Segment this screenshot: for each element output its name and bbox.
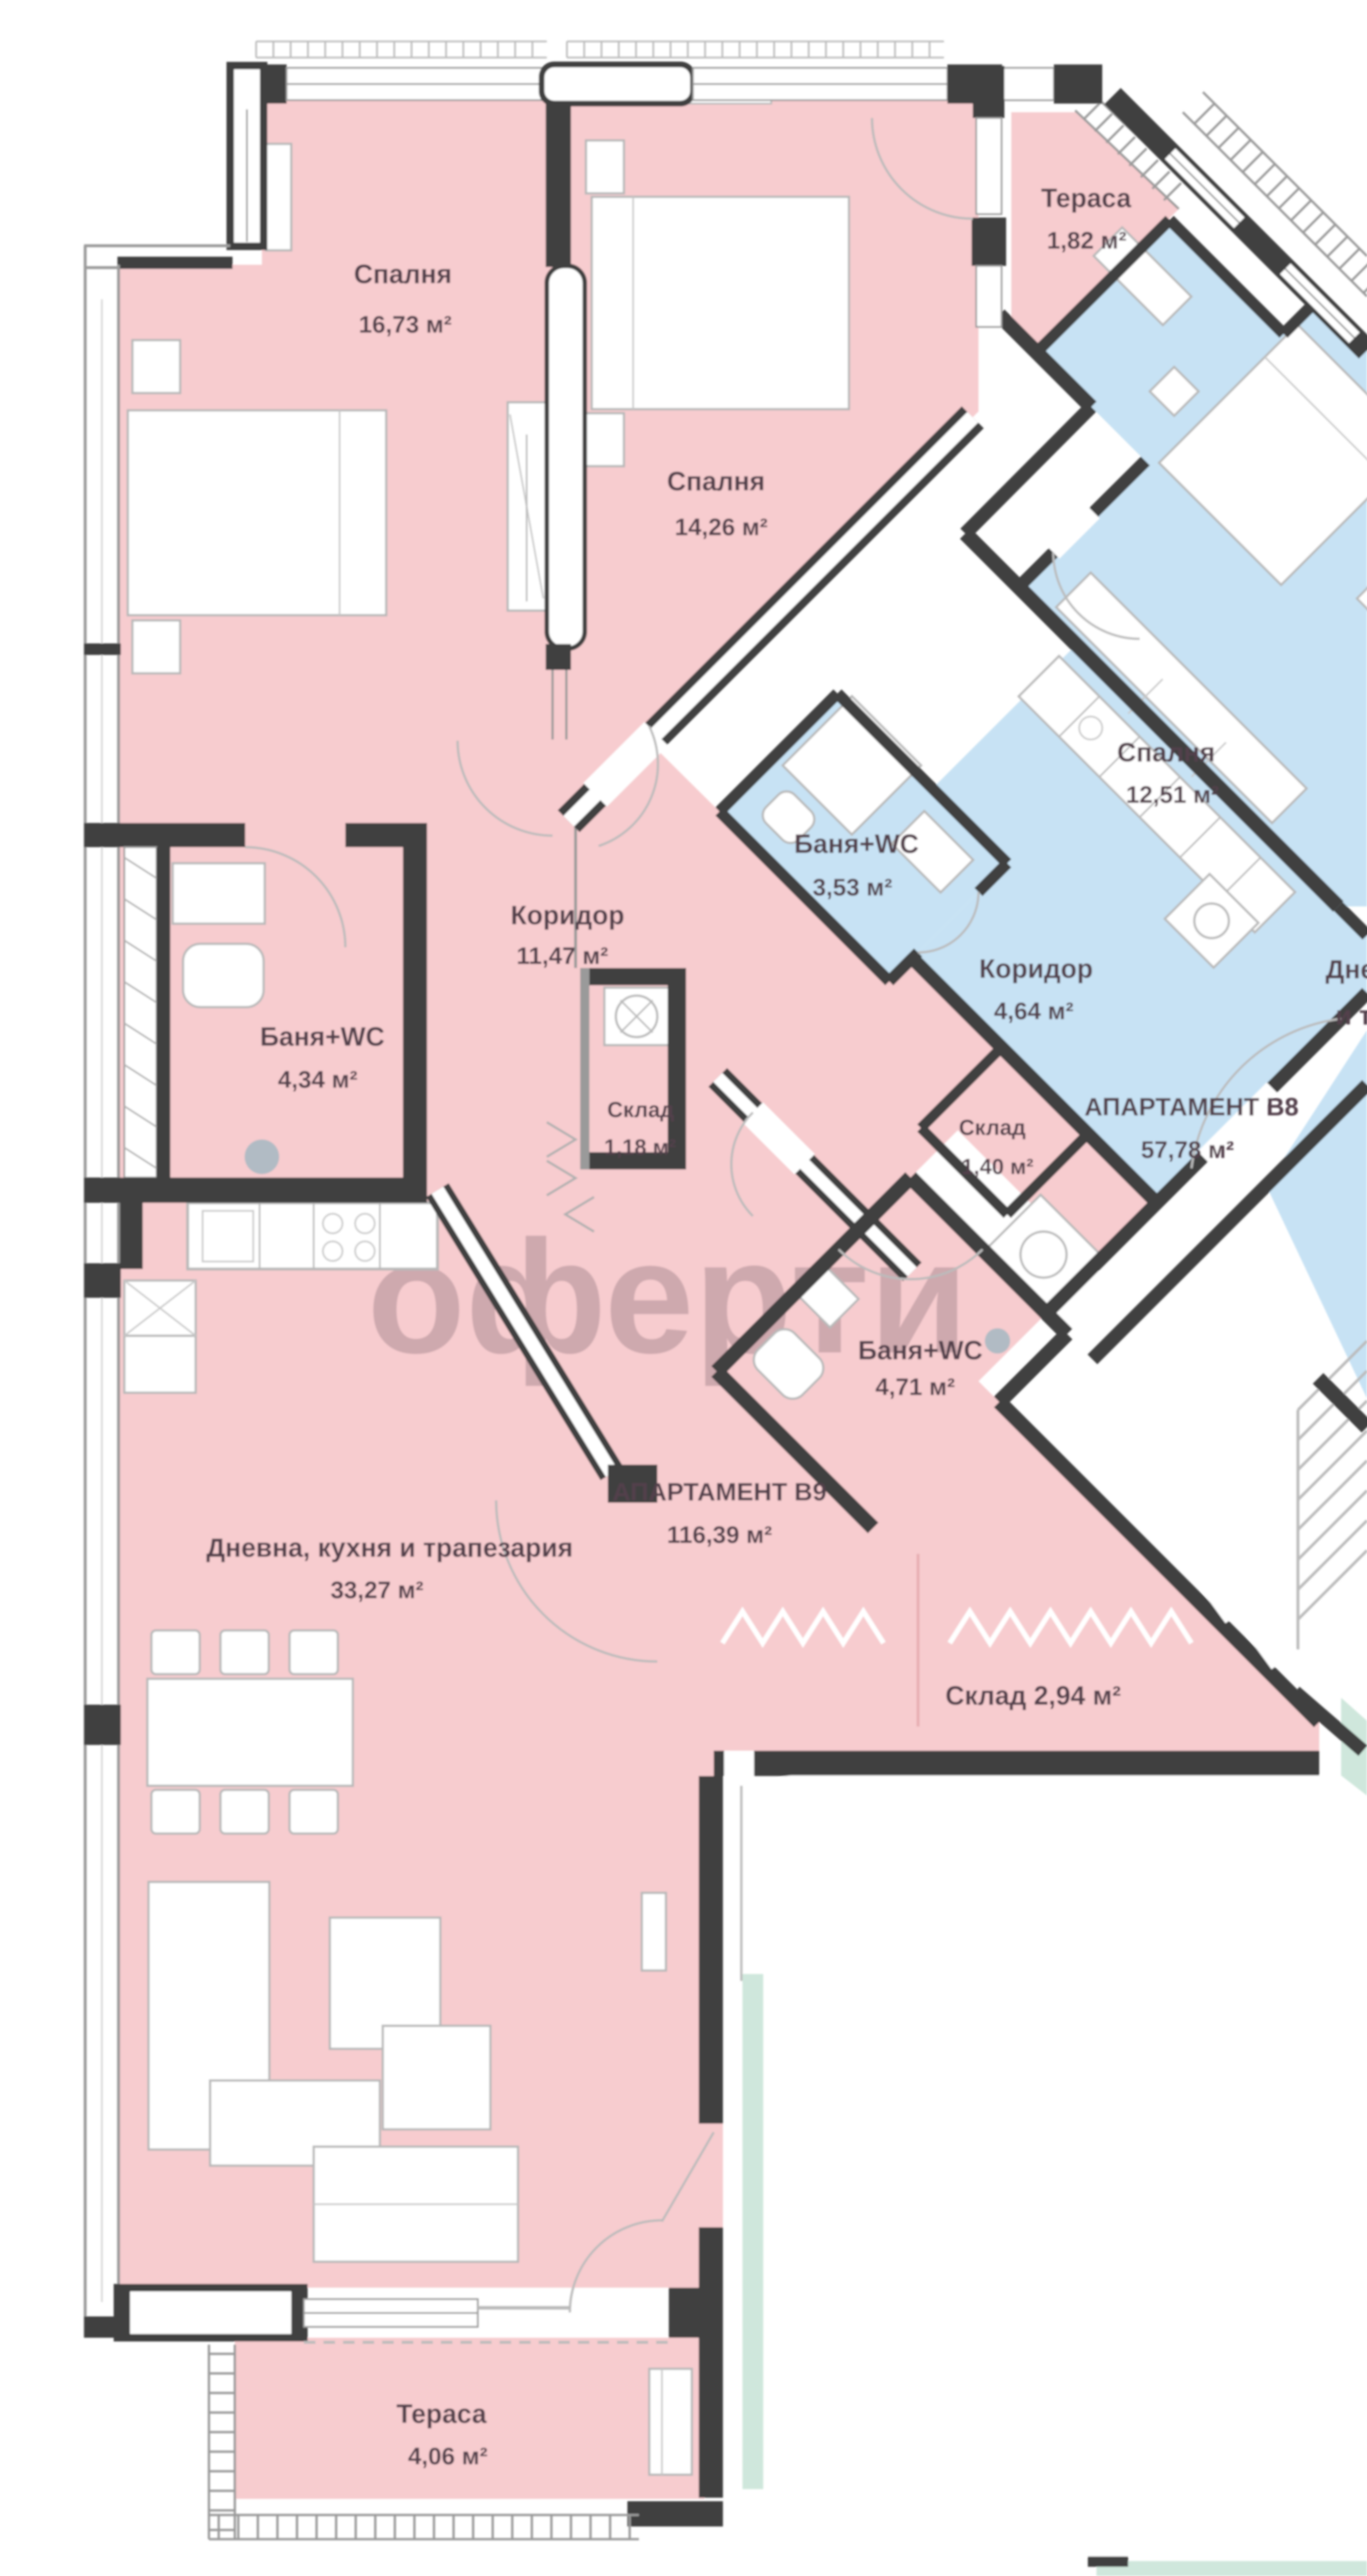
svg-text:Тераса: Тераса: [1041, 183, 1132, 213]
svg-text:116,39 м²: 116,39 м²: [667, 1521, 772, 1548]
svg-text:Дневна, кухня и трапезария: Дневна, кухня и трапезария: [206, 1533, 573, 1563]
svg-text:АПАРТАМЕНТ В8: АПАРТАМЕНТ В8: [1084, 1093, 1299, 1121]
svg-text:1,40 м²: 1,40 м²: [961, 1155, 1033, 1179]
svg-text:Баня+WC: Баня+WC: [858, 1335, 983, 1365]
svg-text:57,78 м²: 57,78 м²: [1141, 1136, 1234, 1163]
svg-text:АПАРТАМЕНТ В9: АПАРТАМЕНТ В9: [612, 1478, 827, 1506]
svg-text:16,73 м²: 16,73 м²: [359, 311, 452, 338]
svg-text:Склад: Склад: [607, 1098, 674, 1122]
svg-text:Склад 2,94 м²: Склад 2,94 м²: [945, 1681, 1121, 1710]
svg-text:1,18 м²: 1,18 м²: [604, 1135, 676, 1160]
svg-text:Баня+WC: Баня+WC: [260, 1022, 385, 1051]
svg-text:4,34 м²: 4,34 м²: [278, 1066, 357, 1093]
svg-text:Коридор: Коридор: [979, 954, 1093, 984]
svg-text:1,82 м²: 1,82 м²: [1047, 227, 1126, 254]
svg-text:4,06 м²: 4,06 м²: [408, 2442, 488, 2470]
svg-text:14,26 м²: 14,26 м²: [675, 513, 768, 540]
svg-text:Коридор: Коридор: [511, 900, 625, 930]
svg-text:11,47 м²: 11,47 м²: [516, 942, 608, 969]
svg-text:Склад: Склад: [959, 1116, 1026, 1140]
svg-text:Спалня: Спалня: [354, 259, 452, 289]
svg-text:Баня+WC: Баня+WC: [794, 829, 919, 859]
svg-text:Спалня: Спалня: [667, 466, 765, 496]
svg-text:33,27 м²: 33,27 м²: [330, 1576, 424, 1603]
svg-text:4,71 м²: 4,71 м²: [875, 1373, 955, 1400]
svg-text:Тераса: Тераса: [397, 2399, 487, 2429]
svg-text:Спалня: Спалня: [1117, 737, 1215, 767]
svg-text:4,64 м²: 4,64 м²: [994, 997, 1073, 1024]
svg-text:12,51 м²: 12,51 м²: [1126, 781, 1219, 808]
svg-text:и т: и т: [1335, 1000, 1367, 1030]
svg-text:Дне: Дне: [1326, 954, 1367, 984]
svg-text:3,53 м²: 3,53 м²: [813, 874, 892, 901]
